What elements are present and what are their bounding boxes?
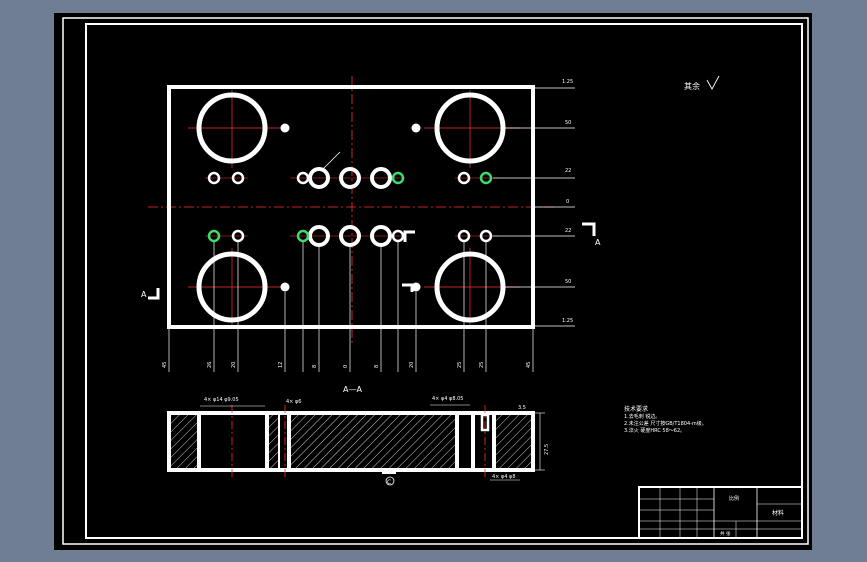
title-block-material: 材料 [772, 509, 784, 517]
dim-bottom-9: 25 [457, 362, 463, 368]
plan-right-dims: 1.25 50 22 0 22 50 1.25 [562, 79, 573, 324]
title-block-header: 比例 [729, 495, 739, 502]
plan-dim-lines-right [493, 87, 575, 327]
section-view [167, 404, 545, 481]
dim-bottom-10: 25 [479, 362, 485, 368]
dim-bottom-11: 45 [526, 362, 532, 368]
dim-bottom-2: 26 [207, 362, 213, 368]
section-dim-right-bottom: 4× φ4 φ8 [492, 474, 516, 480]
inner-frame [85, 23, 803, 539]
notes-line-2: 2.未注公差 尺寸按GB/T1804-m级。 [624, 420, 707, 427]
bottom-marker: C [387, 479, 391, 486]
technical-notes: 技术要求 1.去毛刺 锐边。 2.未注公差 尺寸按GB/T1804-m级。 3.… [624, 405, 707, 434]
section-label: A—A [343, 385, 362, 394]
dim-right-3: 22 [565, 168, 571, 174]
section-dim-height-top: 3.5 [518, 405, 526, 411]
dim-bottom-5: 8 [312, 365, 318, 368]
dim-bottom-8: 20 [409, 362, 415, 368]
dim-right-7: 1.25 [562, 318, 573, 324]
dim-bottom-6: 0 [343, 365, 349, 368]
notes-title: 技术要求 [624, 405, 648, 413]
section-marker-right: A [595, 238, 601, 247]
section-marker-left: A [141, 290, 147, 299]
notes-line-3: 3.淬火 硬度HRC 58～62。 [624, 427, 685, 434]
outer-border [62, 17, 809, 545]
dim-right-6: 50 [565, 279, 571, 285]
section-dim-mid: 4× φ6 [286, 399, 301, 405]
dim-right-4: 0 [566, 199, 569, 205]
section-dim-right-top: 4× φ4 φ8.05 [432, 396, 463, 402]
plan-bottom-dims: 45 26 20 12 8 0 8 20 25 25 45 [162, 362, 532, 368]
section-dim-height-side: 27.5 [544, 444, 550, 455]
bottom-marker-circle [385, 476, 395, 486]
section-dim-left: 4× φ14 φ9.05 [204, 397, 239, 403]
notes-line-1: 1.去毛刺 锐边。 [624, 413, 660, 420]
dim-right-1: 1.25 [562, 79, 573, 85]
plan-dim-lines-bottom [168, 242, 534, 372]
dim-right-2: 50 [565, 120, 571, 126]
title-block [638, 486, 803, 539]
roughness-icon [706, 75, 720, 90]
dim-bottom-4: 12 [278, 362, 284, 368]
dim-bottom-7: 8 [374, 365, 380, 368]
roughness-note: 其余 [684, 81, 700, 91]
dim-right-5: 22 [565, 228, 571, 234]
title-block-sheet: 共 张 [720, 530, 731, 537]
dim-bottom-1: 45 [162, 362, 168, 368]
dim-bottom-3: 20 [231, 362, 237, 368]
